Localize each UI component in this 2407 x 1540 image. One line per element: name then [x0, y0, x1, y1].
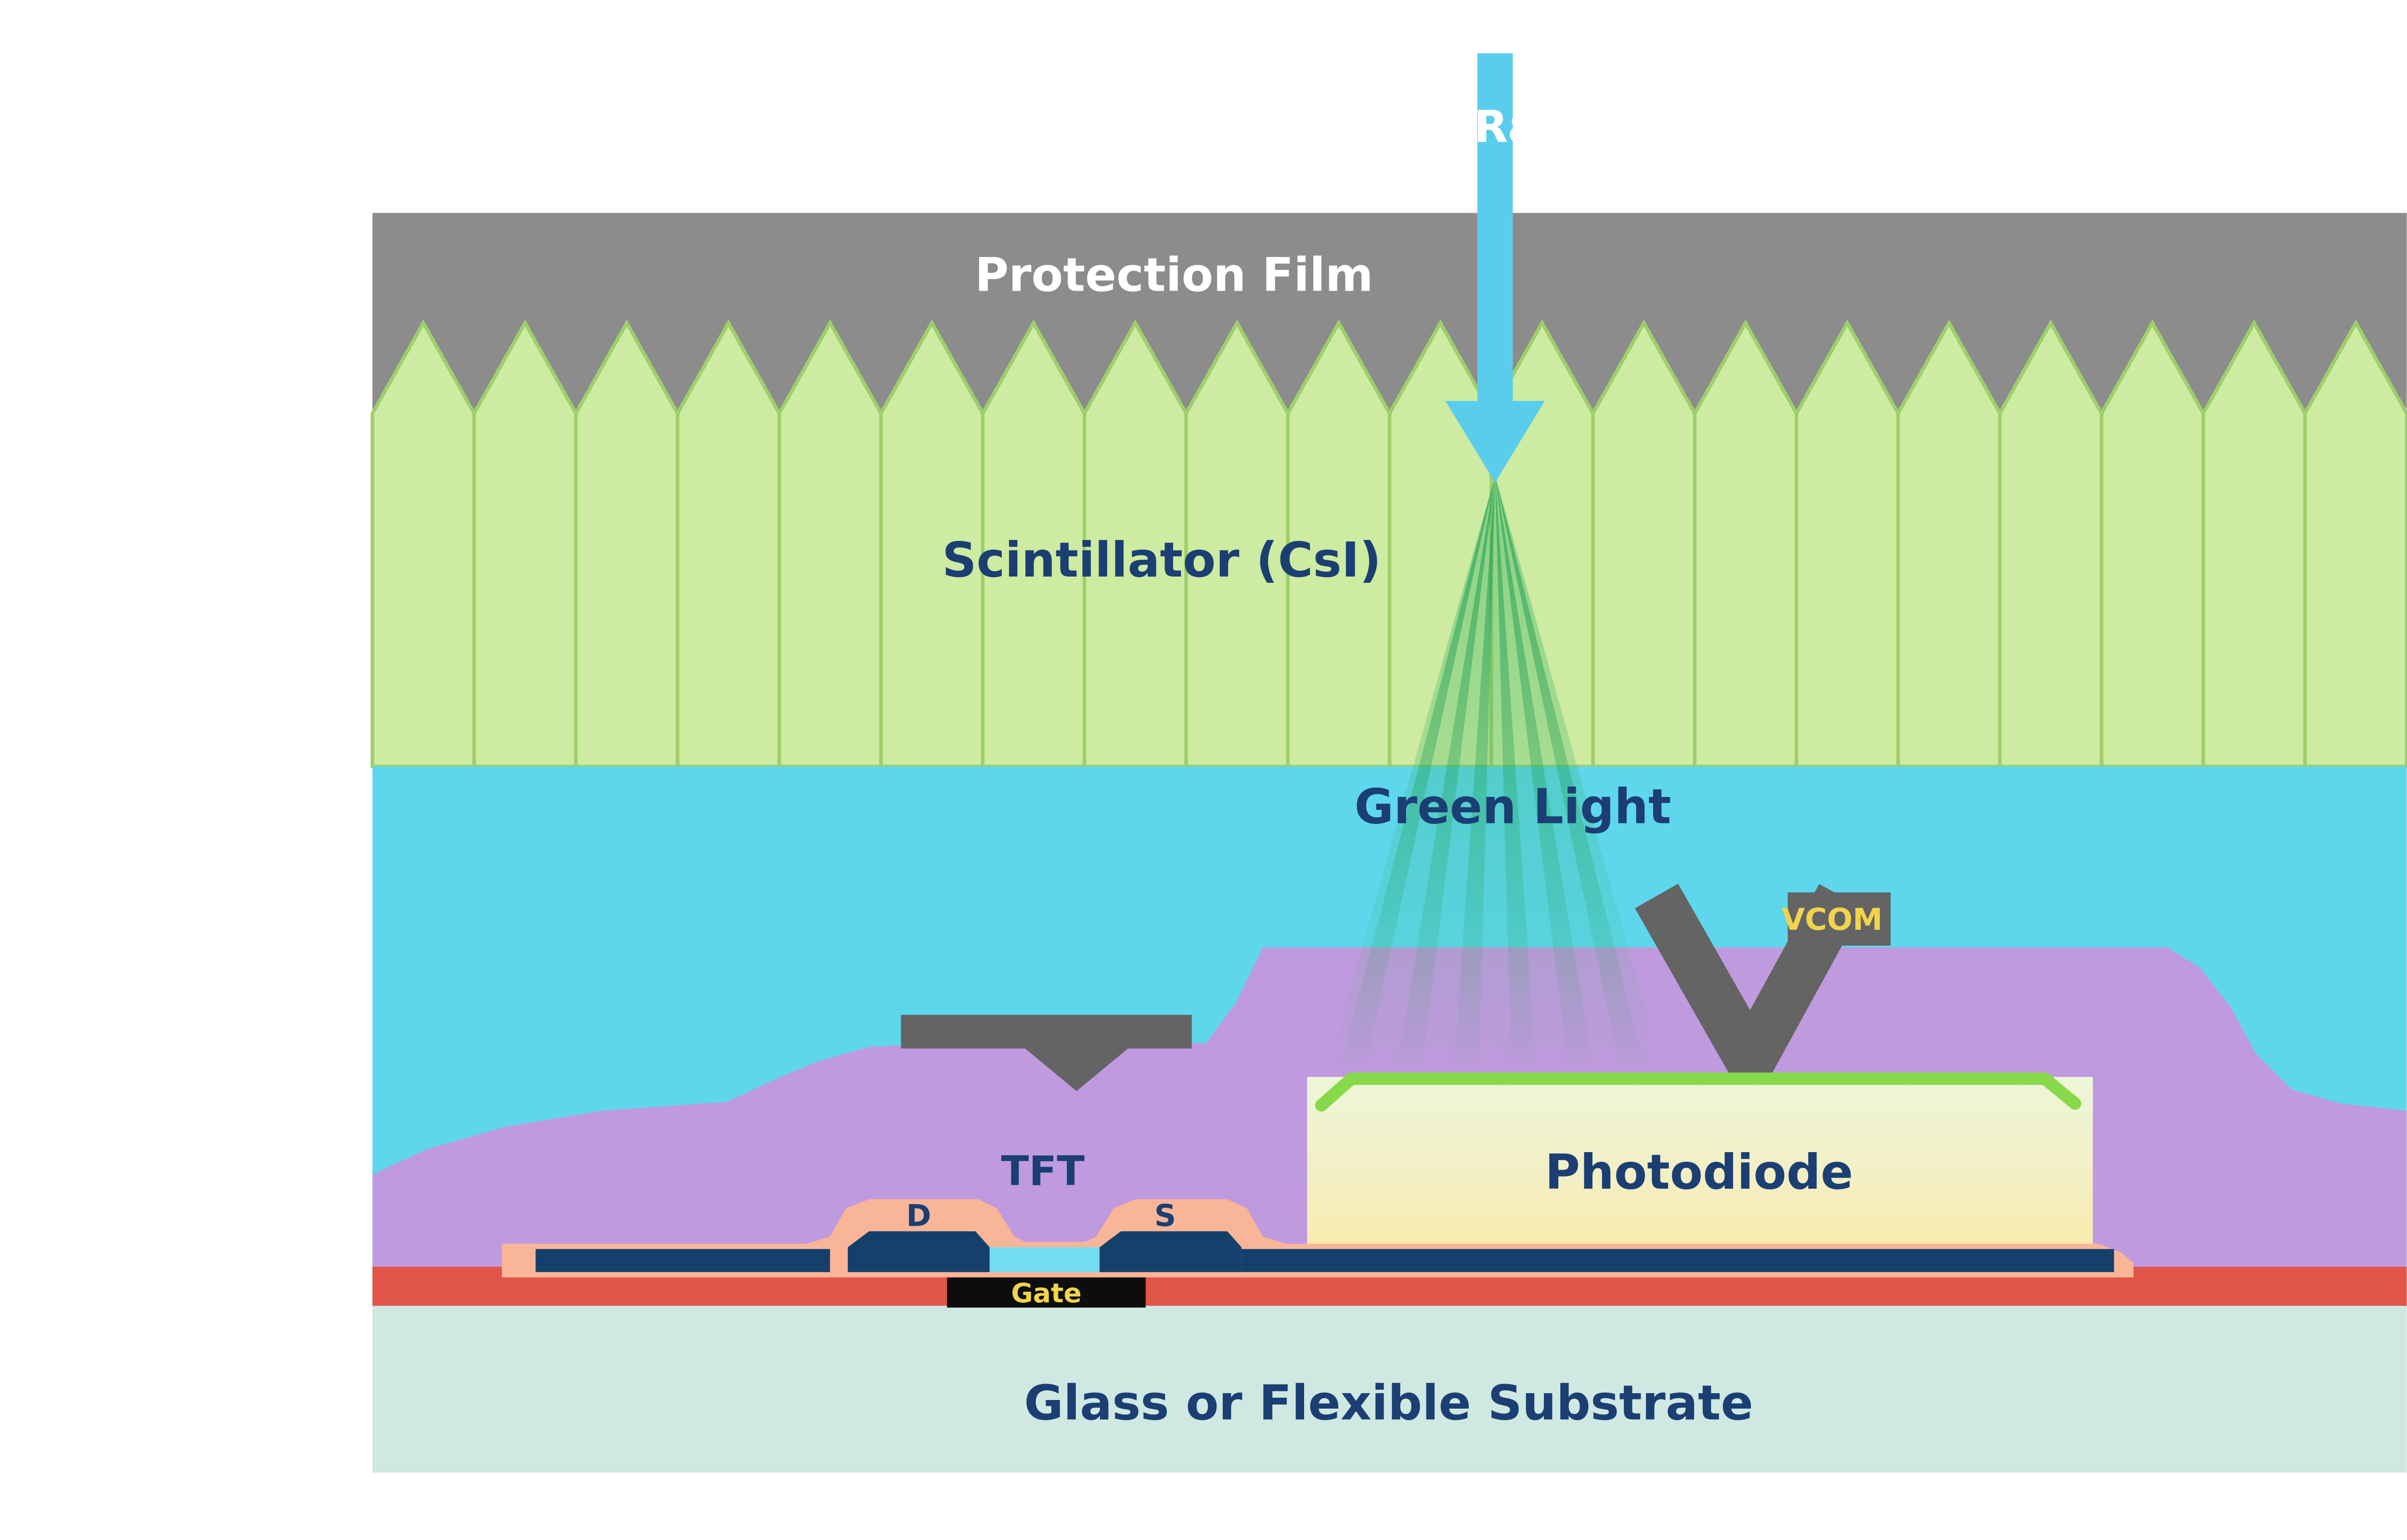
protection-film-label: Protection Film	[975, 248, 1373, 302]
scintillator-column	[370, 319, 476, 769]
scintillator-column	[574, 319, 680, 769]
scintillator-column	[472, 319, 578, 769]
xray-label: X-Ray	[1425, 101, 1566, 153]
tft-channel	[989, 1247, 1100, 1272]
vcom-electrode-pad	[1787, 892, 1891, 946]
navy-electrode-right	[1241, 1249, 2114, 1272]
scintillator-column	[777, 319, 883, 769]
green-light-ray	[1495, 475, 1644, 1065]
photodiode-body	[1307, 1077, 2093, 1255]
scintillator-column	[2201, 319, 2307, 769]
navy-electrode-left	[535, 1249, 830, 1272]
green-light-label: Green Light	[1355, 780, 1671, 835]
scintillator-column	[1693, 319, 1799, 769]
scintillator-column	[2303, 319, 2407, 769]
photodiode-label: Photodiode	[1545, 1145, 1853, 1200]
gate-metal	[947, 1277, 1146, 1308]
green-light-rays	[1326, 475, 1664, 1074]
scintillator-column	[1591, 319, 1697, 769]
tft-label: TFT	[1001, 1147, 1085, 1195]
vcom-electrode	[1635, 884, 1863, 1112]
xray-arrow-shaft	[1477, 53, 1513, 405]
gate-label: Gate	[1011, 1278, 1082, 1309]
scintillator-column	[1794, 319, 1900, 769]
drain-electrode	[848, 1231, 990, 1272]
drain-label: D	[906, 1198, 931, 1233]
photodiode-green-top	[1315, 1072, 2082, 1112]
scintillator-layer	[370, 319, 2407, 769]
scintillator-column	[2099, 319, 2205, 769]
protection-film-layer	[372, 213, 2407, 413]
substrate-label: Glass or Flexible Substrate	[1024, 1375, 1753, 1431]
scintillator-label: Scintillator (CsI)	[942, 533, 1381, 588]
source-electrode	[1100, 1231, 1242, 1272]
source-label: S	[1154, 1198, 1176, 1233]
scintillator-column	[1896, 319, 2002, 769]
substrate-layer	[372, 1306, 2407, 1473]
gray-metal-left	[901, 1014, 1192, 1091]
vcom-label: VCOM	[1782, 902, 1883, 937]
xray-arrow-head	[1445, 401, 1545, 483]
scintillator-column	[675, 319, 781, 769]
scintillator-column	[1998, 319, 2104, 769]
